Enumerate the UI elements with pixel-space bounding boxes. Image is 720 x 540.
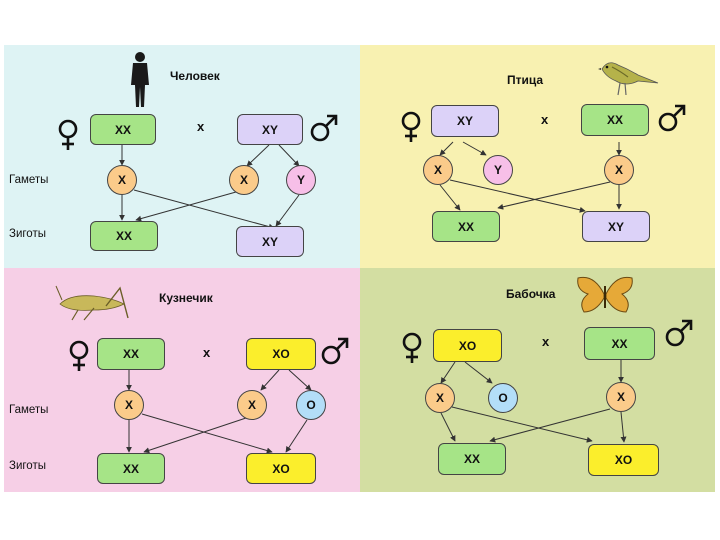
grasshopper-icon (55, 285, 129, 321)
bird-icon (598, 62, 659, 96)
female-symbol-icon (401, 111, 421, 142)
gamete-circle: X (423, 155, 453, 185)
zygote-box: XX (432, 211, 500, 242)
gametes-label: Гаметы (9, 174, 49, 186)
cross-sign: x (197, 119, 205, 134)
panel-title: Бабочка (506, 287, 556, 301)
gamete-circle: X (107, 165, 137, 195)
zygotes-label: Зиготы (9, 460, 46, 472)
gamete-circle: Y (483, 155, 513, 185)
cross-sign: x (541, 112, 549, 127)
cross-sign: x (203, 345, 211, 360)
female-genotype: XX (90, 114, 156, 145)
cross-arrows (439, 141, 622, 213)
zygote-box: XY (236, 226, 304, 257)
butterfly-icon (577, 276, 633, 313)
zygotes-label: Зиготы (9, 228, 46, 240)
gamete-circle: X (606, 382, 636, 412)
male-symbol-icon (658, 104, 686, 132)
cross-arrows (440, 360, 627, 443)
male-genotype: XX (584, 327, 655, 360)
zygote-box: XX (97, 453, 165, 484)
panel-title: Кузнечик (159, 291, 213, 305)
zygote-box: XO (246, 453, 316, 484)
male-genotype: XX (581, 104, 649, 136)
zygote-box: XX (438, 443, 506, 475)
panel-grasshopper: Кузнечик XX x XO Гаметы X X O Зиготы XX … (4, 268, 360, 492)
panel-butterfly: Бабочка XO x XX X O X XX XO (360, 268, 715, 492)
cross-sign: x (542, 334, 550, 349)
female-genotype: XO (433, 329, 502, 362)
panel-title: Птица (507, 73, 544, 87)
gamete-circle: X (425, 383, 455, 413)
male-symbol-icon (665, 319, 693, 347)
gamete-circle: X (237, 390, 267, 420)
male-genotype: XY (237, 114, 303, 145)
gamete-circle: O (296, 390, 326, 420)
gamete-circle: Y (286, 165, 316, 195)
gamete-circle: O (488, 383, 518, 413)
gametes-label: Гаметы (9, 404, 49, 416)
gamete-circle: X (604, 155, 634, 185)
panel-title: Человек (170, 69, 220, 83)
human-silhouette-icon (131, 52, 149, 107)
female-genotype: XX (97, 338, 165, 370)
female-genotype: XY (431, 105, 499, 137)
cross-arrows (119, 144, 300, 230)
cross-arrows (126, 369, 312, 454)
female-symbol-icon (402, 332, 422, 363)
male-symbol-icon (321, 337, 349, 365)
zygote-box: XY (582, 211, 650, 242)
panel-human: Человек XX x XY Гаметы X X Y Зиготы XX X… (4, 45, 360, 268)
female-symbol-icon (58, 119, 78, 150)
male-genotype: XO (246, 338, 316, 370)
panel-bird: Птица XY x XX X Y X XX XY (360, 45, 715, 268)
zygote-box: XX (90, 221, 158, 251)
male-symbol-icon (310, 114, 338, 142)
female-symbol-icon (69, 340, 89, 371)
zygote-box: XO (588, 444, 659, 476)
gamete-circle: X (114, 390, 144, 420)
gamete-circle: X (229, 165, 259, 195)
